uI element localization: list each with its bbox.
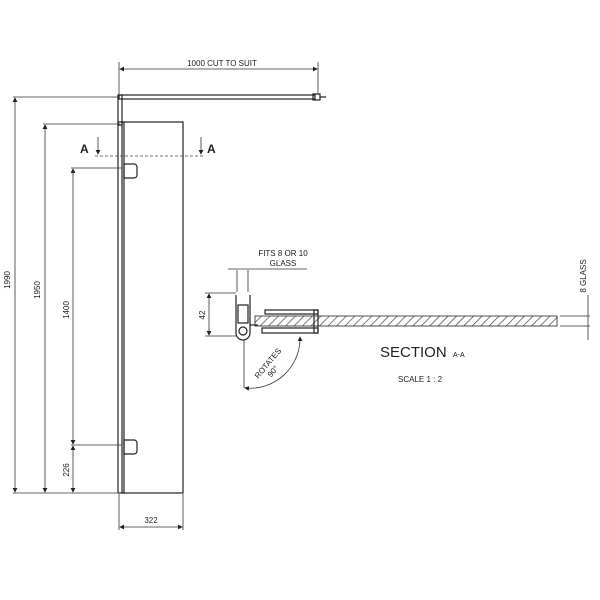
fits-glass-label-2: GLASS xyxy=(270,259,297,268)
dim-hinge-spacing: 1400 xyxy=(62,167,122,446)
dim-height-glass: 1950 xyxy=(33,123,120,493)
hinge-bottom xyxy=(123,439,138,455)
section-title-suffix: A-A xyxy=(453,352,465,359)
support-arm xyxy=(117,93,326,126)
section-label-left: A xyxy=(80,142,89,156)
dim-width-top: 1000 CUT TO SUIT xyxy=(118,59,319,95)
section-label-right: A xyxy=(207,142,216,156)
section-view: FITS 8 OR 10 GLASS 42 ROTATES 90° 8 GLAS… xyxy=(198,249,590,391)
dim-height-total-label: 1990 xyxy=(3,271,12,289)
dim-hinge-offset: 226 xyxy=(62,445,76,493)
dim-hinge-height-label: 42 xyxy=(198,310,207,319)
glass-panel xyxy=(117,121,184,494)
dim-panel-width: 322 xyxy=(118,494,184,530)
dim-height-total: 1990 xyxy=(3,96,120,494)
section-cut-marker: A A xyxy=(80,137,216,157)
dim-width-top-label: 1000 CUT TO SUIT xyxy=(187,59,257,68)
section-scale: SCALE 1 : 2 xyxy=(398,375,443,384)
section-title: SECTION xyxy=(380,344,447,361)
hinge-top xyxy=(123,163,138,179)
dim-height-glass-label: 1950 xyxy=(33,281,42,299)
fits-glass-label-1: FITS 8 OR 10 xyxy=(258,249,308,258)
dim-hinge-offset-label: 226 xyxy=(62,463,71,477)
glass-thickness-label: 8 GLASS xyxy=(579,259,588,292)
dim-panel-width-label: 322 xyxy=(144,516,158,525)
dim-hinge-spacing-label: 1400 xyxy=(62,301,71,319)
